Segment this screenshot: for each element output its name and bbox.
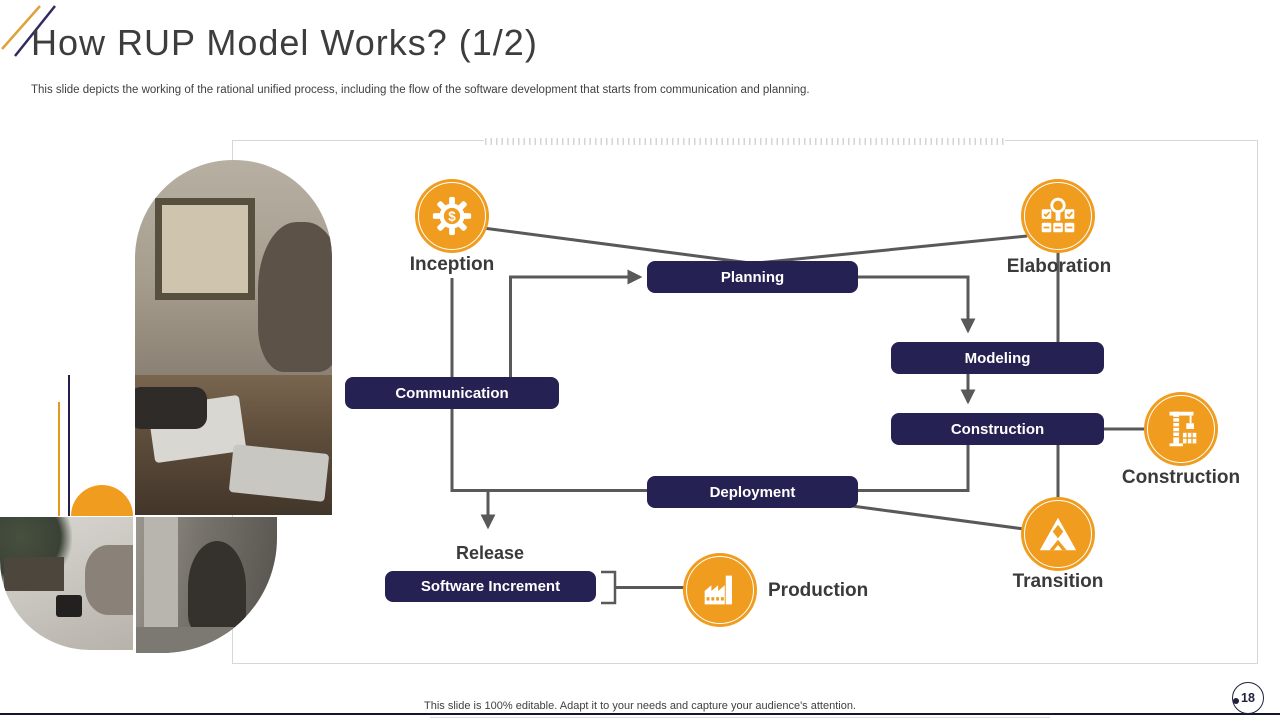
inception-node: $ [415,179,489,253]
flow-box-communication: Communication [345,377,559,409]
gear-dollar-icon: $ [432,196,472,236]
picture-frame [155,198,255,300]
phase-label-transition: Transition [1012,571,1104,592]
mountain-badge-icon [1039,517,1077,551]
page-number: 18 [1241,691,1255,705]
magnifier-checklist-icon [1041,197,1075,233]
factory-icon [704,575,732,605]
photo-team-meeting [135,160,332,515]
elaboration-node [1021,179,1095,253]
flow-box-deployment: Deployment [647,476,858,508]
panel-border-bottom [232,663,1258,664]
panel-border-top-dashed [485,138,1005,145]
window-light [144,517,178,627]
hand-with-phone [85,545,133,615]
phase-label-inception: Inception [409,254,495,275]
woman-silhouette [188,541,246,633]
laptop [228,444,330,502]
decor-navy-line [68,375,70,516]
svg-text:$: $ [448,209,456,224]
construction-node [1144,392,1218,466]
panel-border-top-right [1005,140,1258,141]
decor-orange-line [58,402,60,516]
page-number-dot [1233,698,1239,704]
coffee-mug [56,595,82,617]
panel-border-top-left [232,140,484,141]
production-node [683,553,757,627]
bag [135,387,207,429]
flow-box-construction: Construction [891,413,1104,445]
person-silhouette [258,222,332,372]
flow-box-software-increment: Software Increment [385,571,596,602]
flow-box-planning: Planning [647,261,858,293]
release-label: Release [455,543,525,563]
phase-label-construction: Construction [1121,467,1241,488]
panel-border-right [1257,140,1258,664]
planter-box [4,557,64,591]
photo-woman-working [136,517,277,653]
crane-icon [1169,411,1197,447]
phase-label-production: Production [768,580,869,601]
flow-box-modeling: Modeling [891,342,1104,374]
footer-divider-shadow [430,717,1050,718]
slide-description: This slide depicts the working of the ra… [31,84,810,96]
page-title: How RUP Model Works? (1/2) [31,22,538,63]
desk-edge [136,627,277,653]
footer-note: This slide is 100% editable. Adapt it to… [424,700,856,712]
footer-divider-line [0,713,1280,715]
transition-node [1021,497,1095,571]
photo-desk-hands [0,517,133,650]
phase-label-elaboration: Elaboration [1006,256,1112,277]
